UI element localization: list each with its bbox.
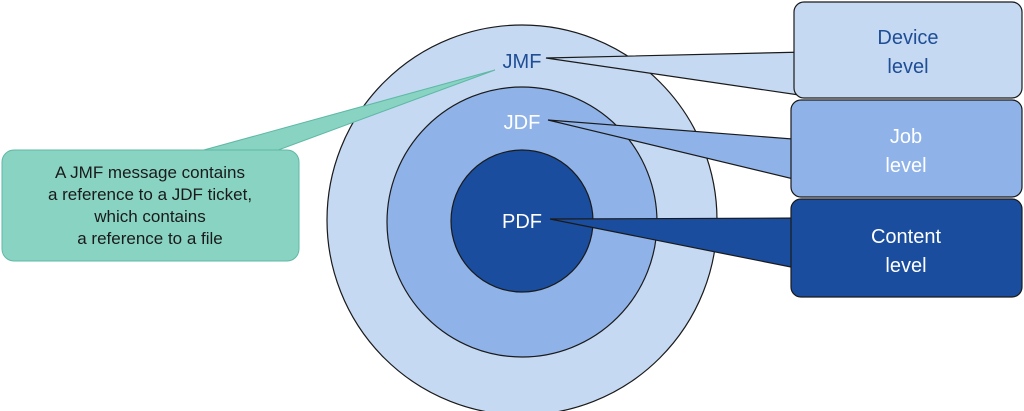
jdf-label: JDF: [504, 112, 541, 134]
pdf-label: PDF: [502, 211, 542, 233]
job-level-line1: Job: [890, 126, 922, 148]
device-level-line1: Device: [877, 27, 938, 49]
callout-box: [1, 149, 300, 262]
device-level-box: [793, 1, 1023, 99]
job-level-box: [790, 99, 1023, 198]
content-level-line2: level: [885, 255, 926, 277]
content-level-line1: Content: [871, 226, 941, 248]
callout-line-1: A JMF message contains: [55, 163, 245, 182]
content-level-box: [790, 198, 1023, 298]
callout-line-2: a reference to a JDF ticket,: [48, 185, 252, 204]
job-level-line2: level: [885, 155, 926, 177]
callout-line-4: a reference to a file: [77, 229, 223, 248]
device-level-line2: level: [887, 56, 928, 78]
jmf-label: JMF: [503, 51, 542, 73]
callout-line-3: which contains: [93, 207, 206, 226]
